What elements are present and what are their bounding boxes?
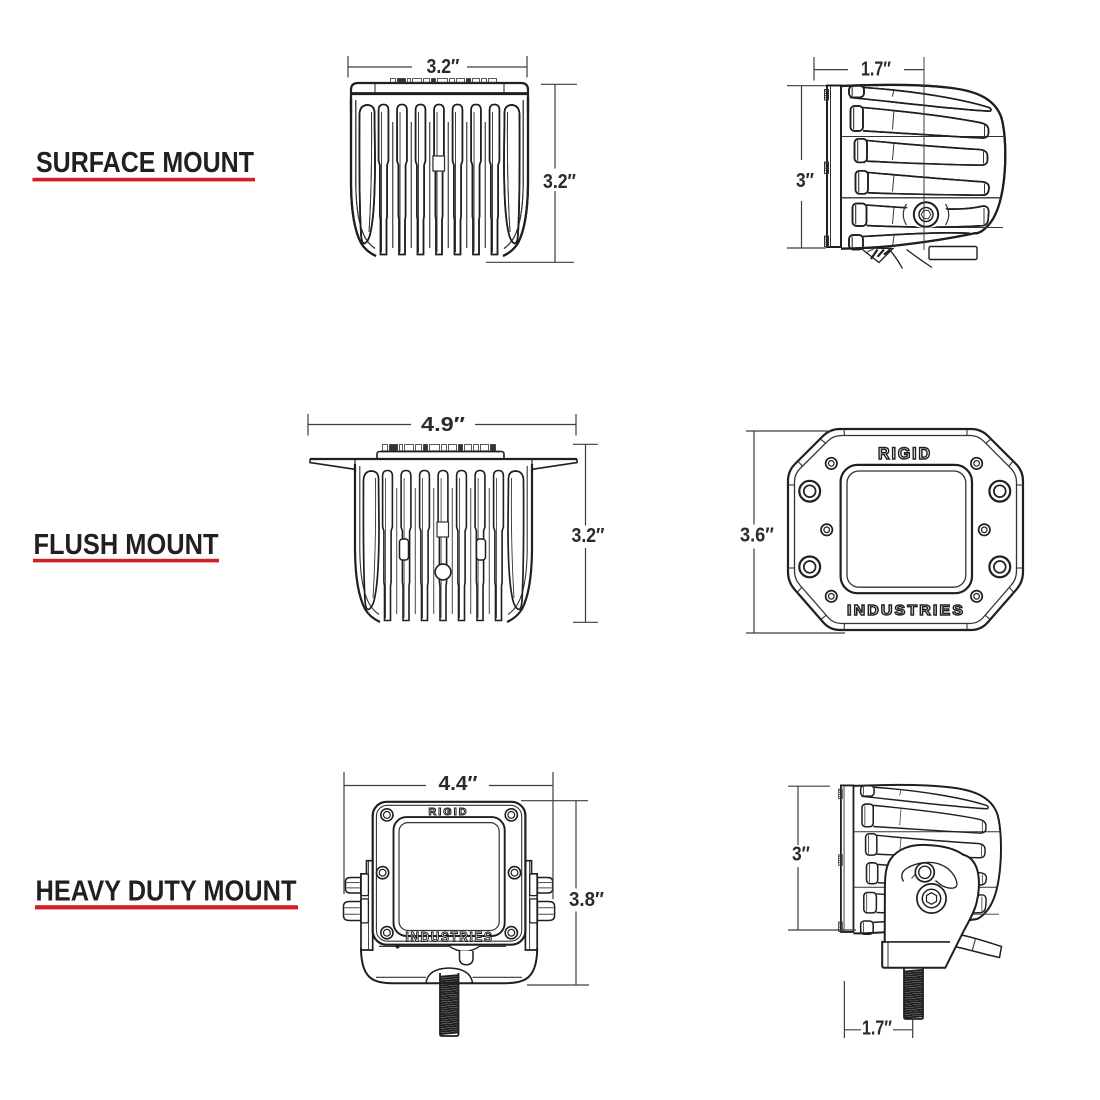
svg-text:1.7″: 1.7″ <box>861 59 891 81</box>
svg-text:3″: 3″ <box>796 170 814 192</box>
svg-text:3.2″: 3.2″ <box>427 56 460 78</box>
svg-text:RIGID: RIGID <box>429 806 469 818</box>
svg-text:FLUSH MOUNT: FLUSH MOUNT <box>34 529 219 561</box>
svg-text:3.2″: 3.2″ <box>572 525 605 547</box>
svg-text:HEAVY DUTY MOUNT: HEAVY DUTY MOUNT <box>36 875 297 907</box>
svg-text:3.8″: 3.8″ <box>569 889 604 911</box>
svg-text:3.6″: 3.6″ <box>740 525 774 547</box>
svg-text:RIGID: RIGID <box>878 444 932 463</box>
svg-text:3.2″: 3.2″ <box>543 171 576 193</box>
svg-text:4.4″: 4.4″ <box>439 773 478 795</box>
svg-text:INDUSTRIES: INDUSTRIES <box>406 930 494 945</box>
svg-text:1.7″: 1.7″ <box>862 1017 892 1039</box>
svg-text:3″: 3″ <box>792 843 810 865</box>
svg-text:INDUSTRIES: INDUSTRIES <box>847 602 965 619</box>
svg-text:SURFACE MOUNT: SURFACE MOUNT <box>36 147 254 179</box>
svg-text:4.9″: 4.9″ <box>421 414 465 436</box>
